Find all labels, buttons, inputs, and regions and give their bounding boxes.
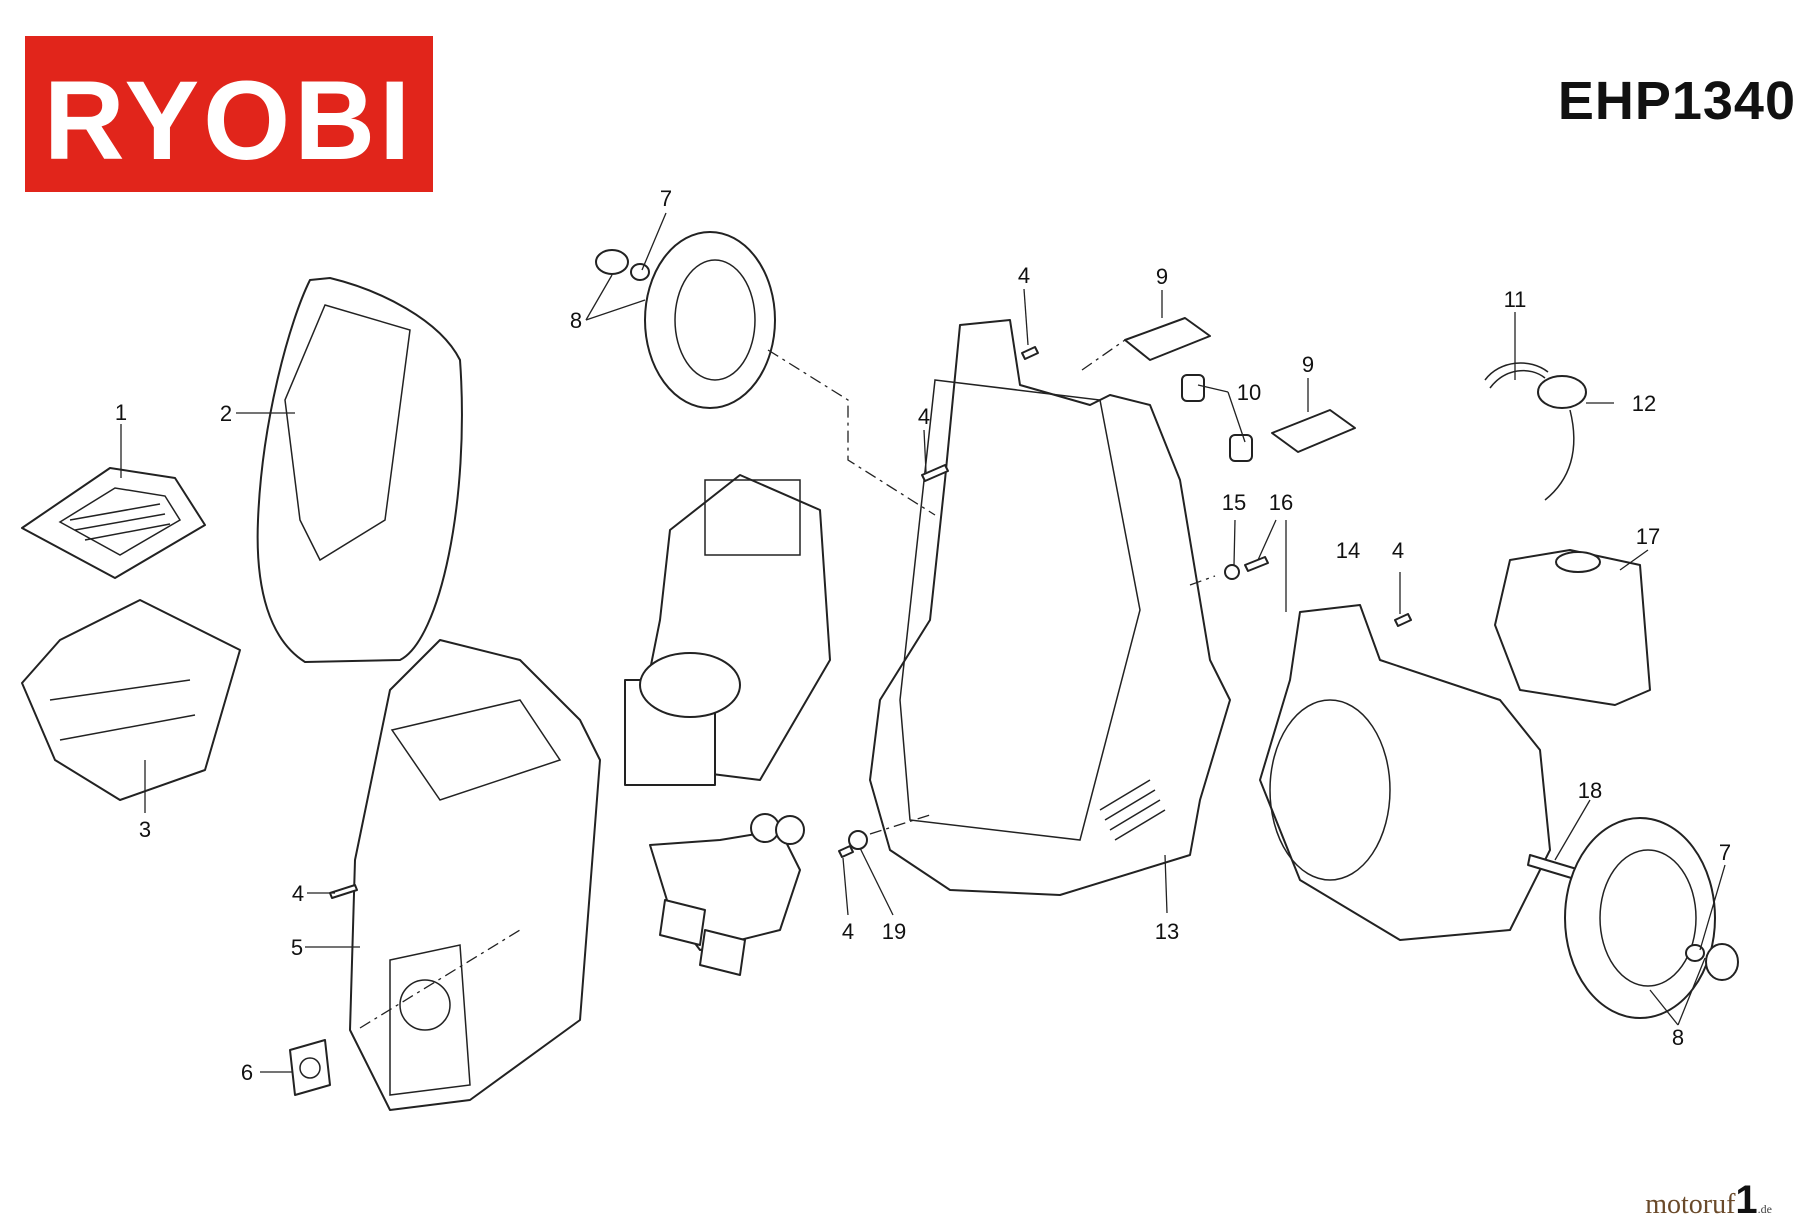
ryobi-logo-mark: RYOBI [44,58,415,183]
part-10-plugs [1181,374,1253,462]
part-12-cap [1537,375,1587,501]
callout-9-a: 9 [1156,264,1168,289]
part-19-gear [848,830,868,850]
callout-18: 18 [1578,778,1602,803]
watermark-suffix: .de [1757,1202,1772,1216]
svg-text:RYOBI: RYOBI [44,58,415,183]
part-3-basket [21,599,241,801]
callout-8-a: 8 [570,308,582,333]
callout-11: 11 [1504,287,1527,312]
callout-numbers: 1 2 3 4 5 6 7 8 4 9 4 9 10 11 12 15 16 1… [115,186,1731,1085]
callout-16: 16 [1269,490,1293,515]
callout-1: 1 [115,400,127,425]
callout-4-a: 4 [292,881,304,906]
callout-15: 15 [1222,490,1246,515]
part-16-screw [1244,556,1269,572]
part-4-screws [329,346,1412,899]
part-1-grille [21,467,206,579]
pump-head [649,813,805,976]
motor-assembly [624,474,831,786]
ryobi-logo: RYOBI [25,36,433,192]
callout-5: 5 [291,935,303,960]
callout-4-d: 4 [1392,538,1404,563]
part-11-hose [1484,362,1549,389]
callout-17: 17 [1636,524,1660,549]
callout-6: 6 [241,1060,253,1085]
assembly-lines [359,339,1216,1029]
callout-3: 3 [139,817,151,842]
part-2-shell [256,277,463,663]
model-number: EHP1340 [1557,71,1796,131]
part-8-wheel-top [595,231,776,409]
watermark-brand: motoruf [1645,1189,1736,1220]
part-5-front-panel [349,639,601,1111]
watermark-page: 1 [1735,1178,1758,1222]
callout-14: 14 [1336,538,1360,563]
part-8-wheel-right [1564,817,1739,1019]
callout-7-a: 7 [660,186,672,211]
callout-13: 13 [1155,919,1179,944]
callout-7-b: 7 [1719,840,1731,865]
part-6-knob [289,1039,331,1096]
part-14-rear-frame [1259,604,1551,941]
callout-4-c: 4 [918,404,930,429]
part-17-tank [1494,549,1651,706]
part-13-housing [869,319,1231,896]
leader-lines [120,212,1726,1073]
callout-9-b: 9 [1302,352,1314,377]
callout-10: 10 [1237,380,1261,405]
callout-12: 12 [1632,391,1656,416]
part-15-washer [1224,564,1240,580]
part-9-bracket-mid [1271,409,1356,453]
watermark: motoruf1.de [1645,1178,1772,1223]
callout-19: 19 [882,919,906,944]
callout-4-e: 4 [842,919,854,944]
callout-2: 2 [220,401,232,426]
callout-4-b: 4 [1018,263,1030,288]
part-9-bracket-top [1124,317,1211,361]
callout-8-b: 8 [1672,1025,1684,1050]
